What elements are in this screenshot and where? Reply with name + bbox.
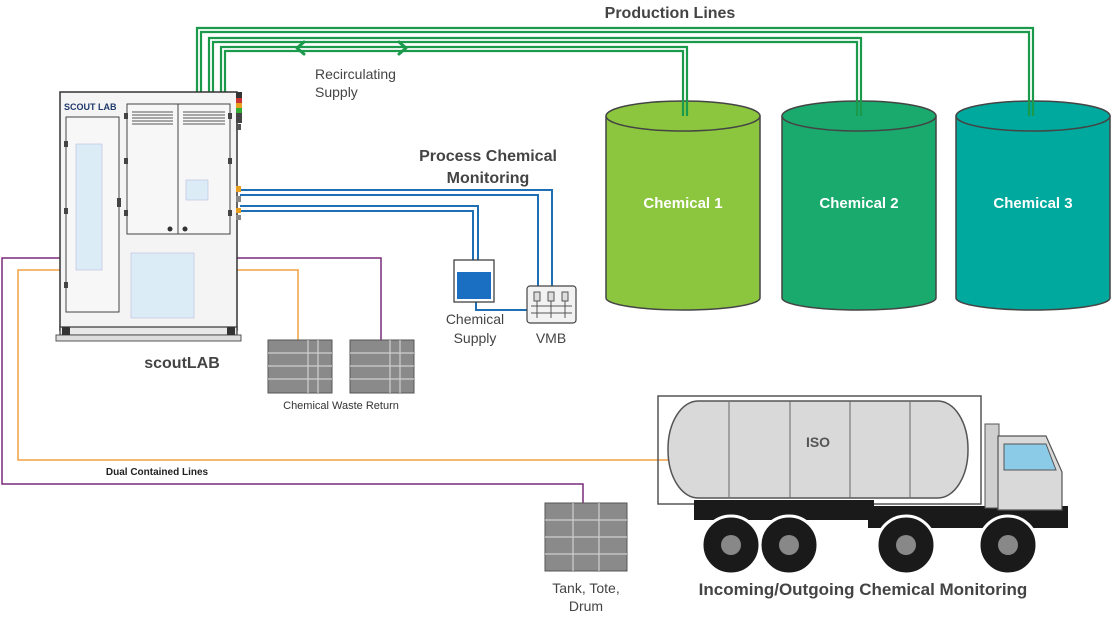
tank-3-label: Chemical 3 xyxy=(993,195,1072,212)
dual-contained-lines-label: Dual Contained Lines xyxy=(106,467,209,478)
recirculating-supply-line1: Recirculating xyxy=(315,66,396,82)
tank-2-label: Chemical 2 xyxy=(819,195,898,212)
incoming-outgoing-label: Incoming/Outgoing Chemical Monitoring xyxy=(699,580,1028,599)
waste-grate-2 xyxy=(349,339,415,394)
chemical-waste-return-label: Chemical Waste Return xyxy=(283,400,399,412)
process-monitoring-title-line1: Process Chemical xyxy=(419,148,557,165)
chemical-supply-bottle xyxy=(453,259,495,303)
production-lines-title: Production Lines xyxy=(605,5,736,22)
tank-tote-drum-grate xyxy=(544,502,628,572)
process-chemical-lines xyxy=(240,189,553,311)
iso-label: ISO xyxy=(806,434,830,450)
dual-contained-lines xyxy=(1,257,668,503)
brand-logo-text: SCOUT LAB xyxy=(64,102,117,112)
tank-inlet-pipes xyxy=(681,100,1035,116)
chemical-supply-line1: Chemical xyxy=(446,311,504,327)
production-lines-pipes xyxy=(195,26,1035,108)
scoutlab-label: scoutLAB xyxy=(144,355,220,372)
tank-1 xyxy=(605,100,761,311)
tank-2 xyxy=(781,100,937,311)
vmb-unit xyxy=(526,285,577,324)
waste-grate-1 xyxy=(267,339,333,394)
recirculating-arrows xyxy=(295,40,408,56)
iso-truck xyxy=(657,395,1068,576)
vmb-label: VMB xyxy=(536,330,566,346)
tank-tote-drum-line1: Tank, Tote, xyxy=(552,580,619,596)
chemical-supply-line2: Supply xyxy=(454,330,497,346)
tank-3 xyxy=(955,100,1111,311)
scoutlab-cabinet xyxy=(55,91,242,342)
tank-1-label: Chemical 1 xyxy=(643,195,722,212)
tank-tote-drum-line2: Drum xyxy=(569,598,603,614)
process-monitoring-title-line2: Monitoring xyxy=(447,170,530,187)
recirculating-supply-line2: Supply xyxy=(315,84,358,100)
